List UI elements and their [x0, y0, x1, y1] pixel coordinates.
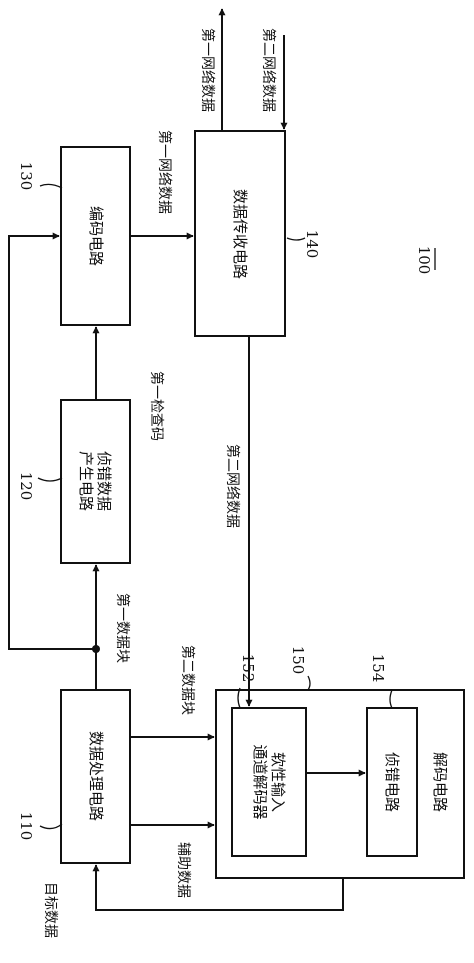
soft-decoder-label-line1: 软性输入 [269, 752, 287, 812]
net2-mid-label: 第二网络数据 [224, 444, 241, 528]
soft-decoder-label-line2: 通道解码器 [251, 744, 269, 819]
ref-152: 152 [239, 654, 257, 683]
soft-decoder-block [231, 707, 307, 857]
ref-110-leader [39, 823, 63, 830]
ref-110: 110 [17, 812, 35, 841]
net1-out-label: 第一网络数据 [199, 28, 216, 112]
ref-100: 100 [415, 246, 433, 275]
block1-loop-line [8, 232, 96, 650]
block2-label: 第二数据块 [179, 645, 196, 715]
ref-150: 150 [289, 646, 307, 675]
transceiver-block [194, 130, 286, 337]
ref-154-leader [389, 689, 393, 709]
ref-152-leader [237, 687, 241, 709]
ref-154: 154 [369, 654, 387, 683]
net1-mid-label: 第一网络数据 [156, 130, 173, 214]
encoder-label: 编码电路 [87, 206, 105, 266]
processor-label: 数据处理电路 [87, 731, 105, 821]
decoder-label: 解码电路 [431, 752, 449, 812]
error-gen-label-line1: 侦错数据 [95, 451, 113, 511]
transceiver-label: 数据传收电路 [231, 189, 249, 279]
ref-120-leader [37, 477, 63, 482]
ref-130: 130 [17, 162, 35, 191]
ref-140: 140 [303, 230, 321, 259]
aux-data-label: 辅助数据 [175, 842, 191, 898]
ref-120: 120 [17, 472, 35, 501]
decoder-block [215, 689, 465, 879]
target-data-line [92, 864, 344, 911]
net2-in-label: 第二网络数据 [260, 28, 277, 112]
target-data-label: 目标数据 [42, 882, 58, 938]
ref-130-leader [39, 183, 63, 189]
junction-dot [92, 645, 100, 653]
block1-label: 第一数据块 [114, 593, 131, 663]
ref-150-leader [307, 675, 311, 691]
error-gen-label-line2: 产生电路 [77, 451, 95, 511]
check-code-label: 第一检查码 [148, 371, 165, 441]
error-detect-label: 侦错电路 [383, 752, 401, 812]
ref-140-leader [286, 237, 306, 241]
